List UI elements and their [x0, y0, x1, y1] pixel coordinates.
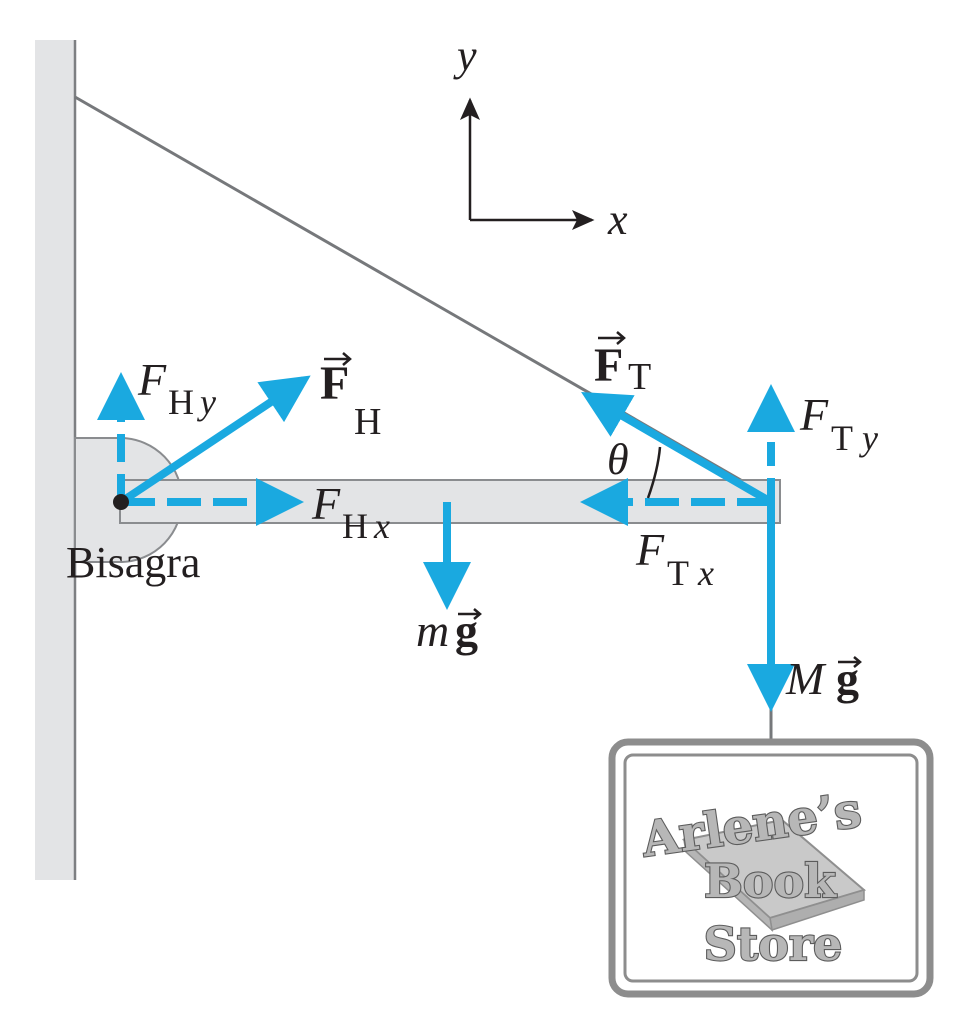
y-axis-label: y: [453, 31, 477, 80]
svg-text:T: T: [831, 418, 853, 458]
hinge-pin: [113, 494, 129, 510]
mg-label: m g: [416, 605, 482, 656]
book-icon: [681, 818, 867, 933]
mg-sign-label: M g: [785, 653, 862, 704]
ft-arrow: [581, 391, 774, 506]
svg-text:T: T: [628, 356, 651, 398]
svg-text:g: g: [836, 653, 859, 704]
svg-text:x: x: [697, 553, 714, 593]
fh-label: F H: [320, 352, 381, 443]
svg-text:x: x: [373, 506, 390, 546]
svg-text:g: g: [455, 605, 478, 656]
svg-text:H: H: [354, 401, 381, 443]
x-axis-label: x: [607, 195, 628, 244]
wall: [35, 40, 77, 880]
store-sign: Arlene’s Book Store: [608, 738, 934, 998]
svg-text:F: F: [635, 524, 665, 575]
svg-text:F: F: [311, 478, 341, 529]
fh-arrow: [118, 375, 311, 506]
sign-line3: Store: [704, 917, 843, 971]
svg-text:F: F: [799, 389, 829, 440]
svg-text:y: y: [859, 418, 878, 458]
svg-text:H: H: [342, 506, 368, 546]
hinge-label: Bisagra: [66, 538, 200, 587]
coordinate-axes: [460, 97, 595, 230]
fhx-label: F H x: [311, 478, 390, 546]
svg-text:H: H: [168, 382, 194, 422]
ftx-label: F T x: [635, 524, 714, 593]
svg-text:m: m: [416, 605, 449, 656]
theta-label: θ: [607, 435, 629, 484]
svg-text:F: F: [320, 357, 349, 410]
sign-line2: Book: [704, 854, 837, 908]
theta-arc: [646, 446, 662, 499]
svg-text:M: M: [785, 653, 827, 704]
svg-text:y: y: [197, 382, 216, 422]
svg-text:F: F: [137, 354, 167, 405]
ft-label: F T: [594, 331, 651, 398]
fhy-label: F H y: [137, 354, 216, 422]
svg-text:T: T: [667, 553, 689, 593]
fty-label: F T y: [799, 389, 878, 458]
svg-text:F: F: [594, 339, 623, 392]
